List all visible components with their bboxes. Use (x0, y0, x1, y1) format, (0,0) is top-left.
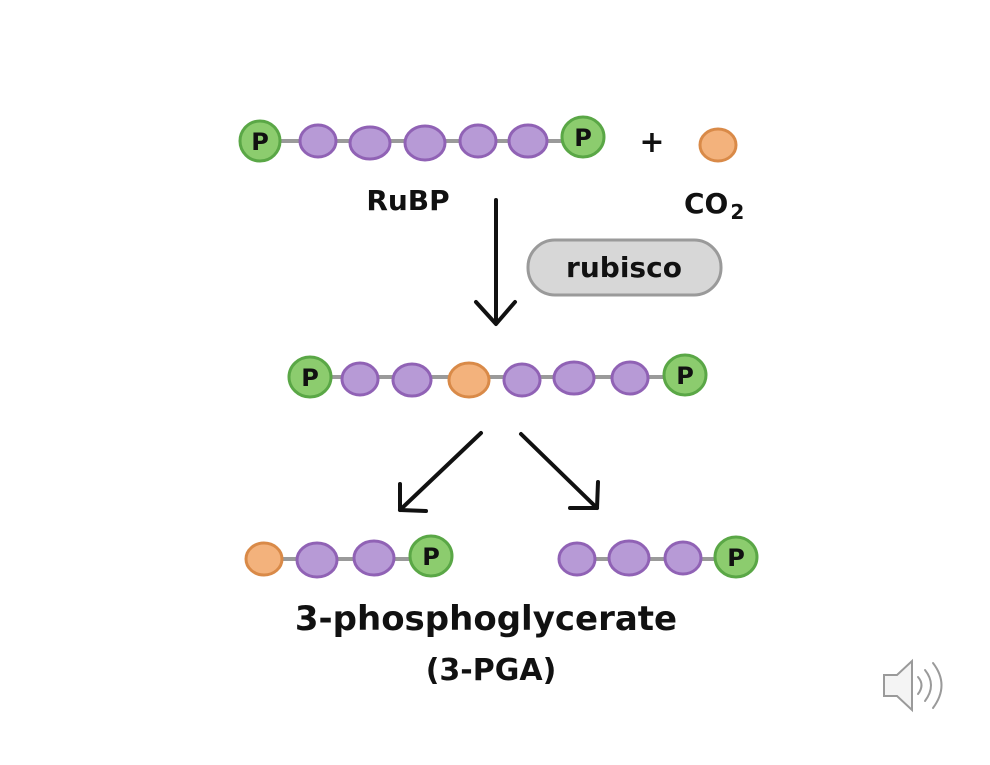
speaker-wave-2 (924, 669, 932, 702)
pga-molecule-left: P (244, 534, 454, 579)
rubp-phosphate-left-label: P (251, 128, 269, 156)
intermediate-phosphate-right (662, 353, 708, 397)
rubp-carbon-3 (403, 124, 447, 162)
co2-label-subscript: 2 (730, 200, 744, 224)
pga-right-phosphate (713, 535, 759, 579)
split-arrow-left-shaft (398, 431, 483, 512)
split-arrow-left (398, 431, 483, 513)
product-name: 3-phosphoglycerate (295, 599, 677, 639)
split-arrow-left-head (398, 482, 428, 513)
plus-sign: + (639, 125, 664, 160)
intermediate-carbon-3 (502, 362, 542, 398)
intermediate-carbon-5 (610, 360, 650, 396)
rubp-label: RuBP (366, 184, 449, 217)
rubp-phosphate-left (238, 119, 282, 163)
intermediate-phosphate-left-label: P (301, 364, 319, 392)
rubp-phosphate-right-label: P (574, 124, 592, 152)
pga-left-carbon-2 (352, 539, 396, 577)
co2-label-main: CO (684, 187, 728, 220)
rubp-carbon-1 (298, 123, 338, 159)
intermediate-carbon-2 (391, 362, 433, 398)
intermediate-carbon-1 (340, 361, 380, 397)
pga-left-carbon-1 (295, 541, 339, 579)
split-arrow-right-shaft (519, 432, 599, 510)
rubp-carbon-2 (348, 125, 392, 161)
speaker-wave-1 (917, 676, 923, 695)
rubp-carbon-4 (458, 123, 498, 159)
pga-right-carbon-3 (663, 540, 703, 576)
intermediate-carbon-4 (552, 360, 596, 396)
reaction-arrow-down (474, 198, 517, 326)
pga-right-carbon-1 (557, 541, 597, 577)
pga-left-phosphate-label: P (422, 543, 440, 571)
pga-right-phosphate-label: P (727, 544, 745, 572)
rubp-phosphate-right (560, 115, 606, 159)
rubp-molecule: P P (238, 115, 606, 163)
speaker-icon[interactable] (883, 658, 943, 713)
co2-carbon (698, 127, 738, 163)
pga-molecule-right: P (557, 535, 759, 579)
pga-left-phosphate (408, 534, 454, 578)
rubp-carbon-5 (507, 123, 549, 159)
split-arrow-right-head (568, 480, 600, 510)
intermediate-phosphate-right-label: P (676, 362, 694, 390)
pga-left-fixed-carbon (244, 541, 284, 577)
intermediate-phosphate-left (287, 355, 333, 399)
six-carbon-intermediate: P P (287, 353, 708, 399)
product-abbreviation: (3-PGA) (426, 653, 557, 688)
split-arrow-right (519, 432, 600, 510)
pga-right-carbon-2 (607, 539, 651, 577)
rubisco-pill (526, 238, 723, 297)
rubisco-label: rubisco (566, 251, 682, 284)
speaker-wave-3 (932, 662, 943, 709)
rubisco-enzyme: rubisco (526, 238, 723, 297)
reaction-arrow-head (474, 300, 517, 326)
intermediate-fixed-carbon (447, 361, 491, 399)
speaker-body (883, 658, 913, 713)
